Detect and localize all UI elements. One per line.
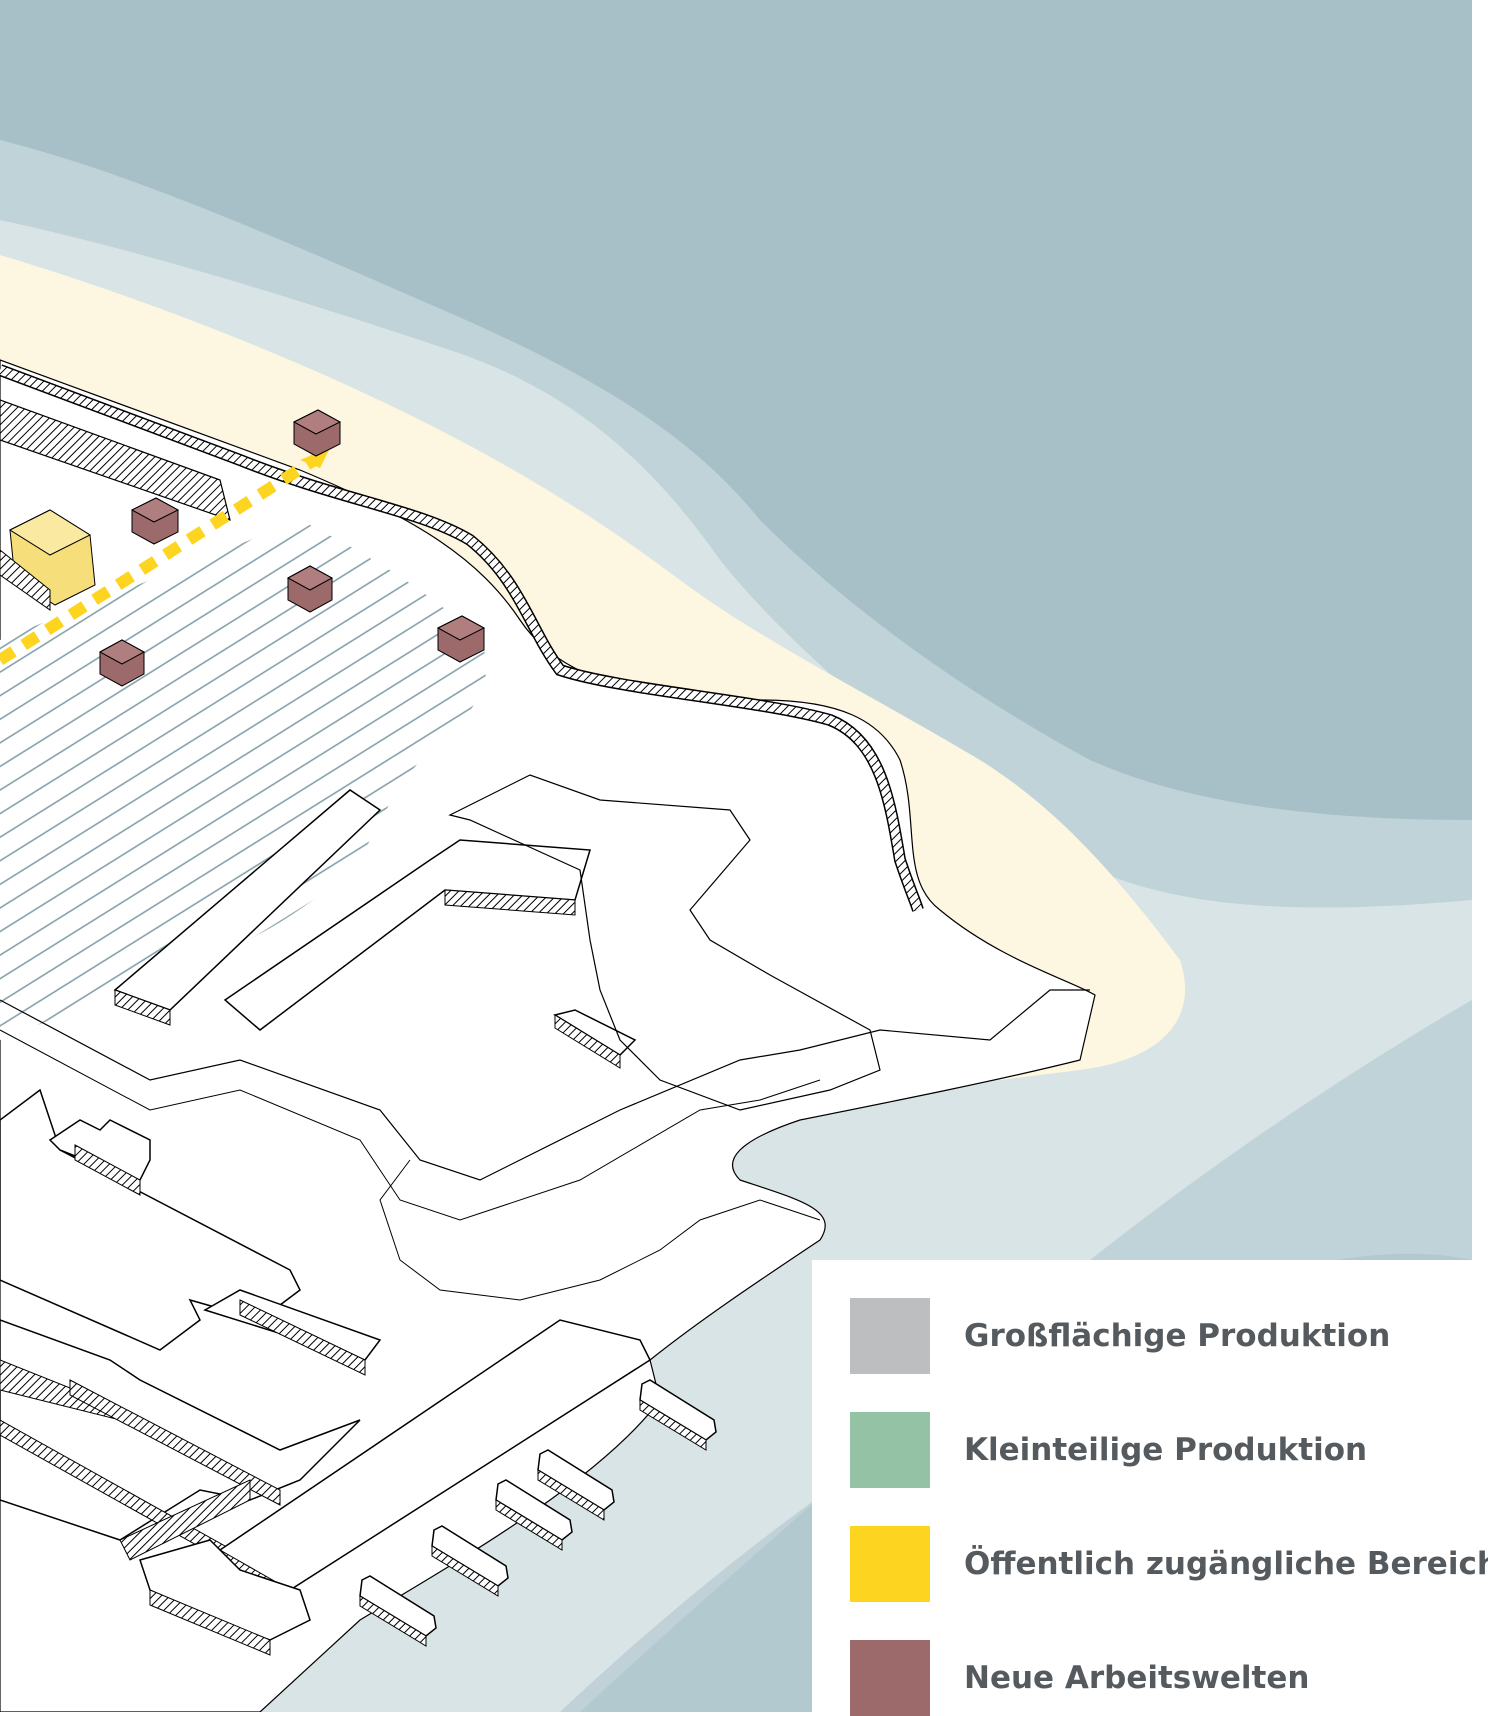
legend-item-large-scale-production: Großflächige Produktion <box>850 1298 1470 1374</box>
legend-swatch-green <box>850 1412 930 1488</box>
building-small-1 <box>553 1009 637 1069</box>
inner-rampart <box>448 774 881 1111</box>
new-workspace-cube <box>130 497 180 545</box>
pier-finger <box>359 1575 437 1647</box>
legend-item-small-scale-production: Kleinteilige Produktion <box>850 1412 1470 1488</box>
legend-swatch-yellow <box>850 1526 930 1602</box>
building-long-1 <box>113 789 382 1026</box>
new-workspace-cube <box>292 409 342 457</box>
legend-swatch-maroon <box>850 1640 930 1716</box>
legend-label: Großflächige Produktion <box>964 1318 1391 1354</box>
new-workspace-cube <box>286 565 334 613</box>
new-workspace-cube <box>436 615 486 663</box>
waterfront-building <box>139 1319 651 1656</box>
legend-label: Kleinteilige Produktion <box>964 1432 1368 1468</box>
new-workspace-cube <box>98 639 146 687</box>
legend-label: Öffentlich zugängliche Bereiche <box>964 1546 1488 1582</box>
legend-item-new-workspaces: Neue Arbeitswelten <box>850 1640 1470 1716</box>
factory-wing <box>48 1119 151 1196</box>
legend-item-public-areas: Öffentlich zugängliche Bereiche <box>850 1526 1488 1602</box>
pier-finger <box>537 1449 615 1521</box>
rampart-outline <box>0 989 1090 1181</box>
pier-finger <box>639 1379 717 1451</box>
map-legend: Großflächige Produktion Kleinteilige Pro… <box>812 1260 1488 1716</box>
factory-hall-small <box>203 1289 382 1376</box>
pier-finger <box>431 1525 509 1597</box>
legend-swatch-gray <box>850 1298 930 1374</box>
legend-label: Neue Arbeitswelten <box>964 1660 1310 1696</box>
pier-finger <box>495 1479 573 1551</box>
factory-complex <box>0 1088 361 1576</box>
public-path <box>0 444 334 666</box>
building-l-shape <box>223 839 591 1031</box>
